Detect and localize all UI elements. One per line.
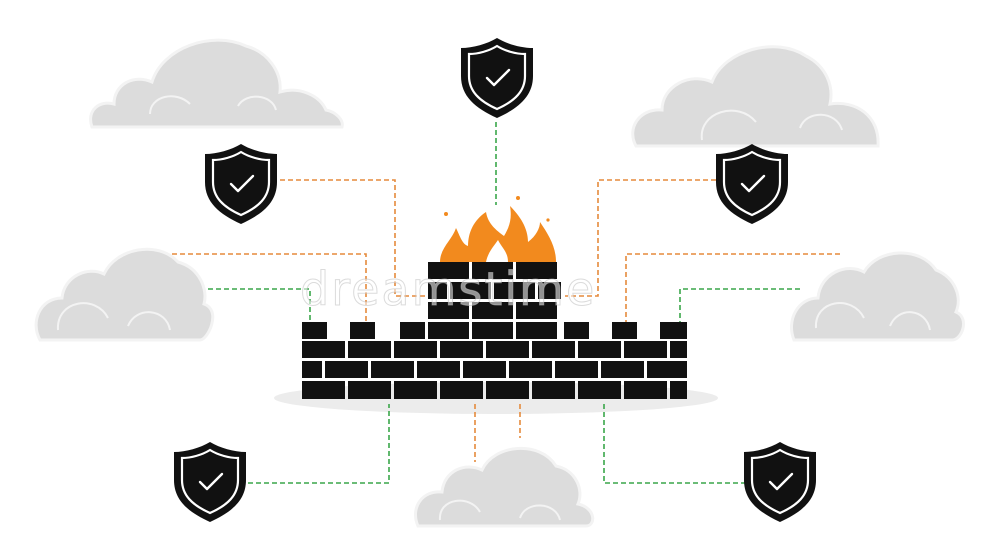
connector-right-shield: [565, 179, 716, 297]
connector-left-shield: [280, 179, 428, 297]
brick: [516, 302, 557, 319]
brick: [472, 322, 513, 339]
battlement: [660, 322, 687, 339]
brick: [486, 341, 529, 358]
flame-icon: [440, 196, 556, 262]
check-mark: [740, 174, 766, 193]
brick: [472, 262, 513, 279]
check-mark: [485, 68, 511, 87]
brick: [578, 382, 621, 399]
connector-bottom-left-shield: [248, 404, 390, 484]
connector-right-cloud-green: [679, 288, 800, 324]
cloud-icon: [790, 251, 966, 342]
brick: [428, 322, 469, 339]
brick: [348, 341, 391, 358]
brick: [509, 361, 552, 378]
brick: [371, 361, 414, 378]
brick: [472, 302, 513, 319]
check-mark: [229, 174, 255, 193]
brick: [348, 382, 391, 399]
brick: [670, 382, 687, 399]
brick: [302, 382, 345, 399]
brick: [440, 382, 483, 399]
brick: [450, 282, 491, 299]
brick: [428, 302, 469, 319]
shield-check-icon: [744, 442, 816, 522]
brick-wall-icon: [302, 262, 687, 399]
brick: [394, 341, 437, 358]
check-mark: [768, 472, 794, 491]
clouds: [34, 38, 966, 528]
cloud-icon: [34, 247, 215, 342]
brick: [578, 341, 621, 358]
battlement: [400, 322, 425, 339]
shield-check-icon: [461, 38, 533, 118]
connector-lines: [156, 122, 840, 484]
connector-left-cloud-orange: [156, 253, 367, 324]
brick: [463, 361, 506, 378]
brick: [538, 282, 561, 299]
brick: [516, 262, 557, 279]
brick: [428, 282, 447, 299]
brick: [428, 262, 469, 279]
brick: [494, 282, 535, 299]
brick: [532, 341, 575, 358]
brick: [624, 341, 667, 358]
connector-right-cloud-orange: [625, 253, 840, 324]
battlement: [612, 322, 637, 339]
battlement: [564, 322, 589, 339]
cloud-icon: [631, 45, 880, 148]
brick: [624, 382, 667, 399]
brick: [440, 341, 483, 358]
brick: [516, 322, 557, 339]
shield-check-icon: [716, 144, 788, 224]
shields: [174, 38, 816, 522]
brick: [647, 361, 687, 378]
brick: [325, 361, 368, 378]
check-mark: [198, 472, 224, 491]
brick: [486, 382, 529, 399]
brick: [532, 382, 575, 399]
battlement: [302, 322, 327, 339]
cloud-icon: [89, 38, 344, 129]
brick: [394, 382, 437, 399]
brick: [555, 361, 598, 378]
brick: [601, 361, 644, 378]
connector-bottom-right-shield: [603, 404, 746, 484]
shield-check-icon: [174, 442, 246, 522]
shield-check-icon: [205, 144, 277, 224]
battlement: [350, 322, 375, 339]
brick: [670, 341, 687, 358]
brick: [302, 341, 345, 358]
brick: [302, 361, 322, 378]
brick: [417, 361, 460, 378]
cloud-icon: [414, 446, 595, 528]
